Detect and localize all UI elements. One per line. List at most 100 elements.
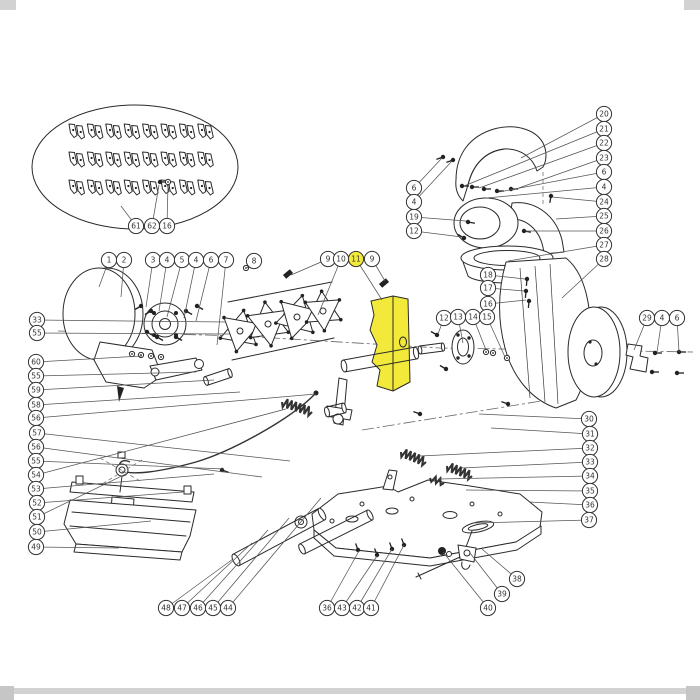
callout-24[interactable]: 24 [551, 193, 613, 211]
callout-balloon[interactable] [479, 279, 497, 297]
callout-balloon[interactable] [173, 599, 191, 617]
callout-62[interactable]: 62 [143, 184, 161, 235]
callout-20[interactable]: 20 [520, 105, 613, 159]
callout-balloon[interactable] [115, 251, 133, 269]
callout-balloon[interactable] [362, 599, 380, 617]
callout-number: 49 [31, 543, 41, 552]
leader-line [498, 171, 605, 193]
callout-balloon[interactable] [493, 585, 511, 603]
callout-31[interactable]: 31 [490, 425, 599, 443]
callout-balloon[interactable] [157, 599, 175, 617]
callout-9[interactable]: 9 [363, 250, 386, 282]
callout-9[interactable]: 9 [290, 250, 337, 276]
callout-46[interactable]: 46 [189, 529, 269, 617]
callout-51[interactable]: 51 [28, 472, 129, 526]
callout-25[interactable]: 25 [555, 207, 613, 225]
callout-balloon[interactable] [668, 309, 686, 327]
callout-7[interactable]: 7 [216, 251, 235, 346]
callout-balloon[interactable] [245, 252, 263, 270]
callout-19[interactable]: 19 [405, 208, 467, 226]
highlighted-part-11[interactable] [369, 295, 411, 392]
callout-55[interactable]: 55 [28, 324, 231, 342]
callout-42[interactable]: 42 [348, 548, 393, 617]
callout-15[interactable]: 15 [478, 308, 506, 358]
callout-12[interactable]: 12 [405, 222, 463, 240]
leader-line [197, 529, 269, 609]
callout-61[interactable]: 61 [120, 205, 145, 235]
callout-21[interactable]: 21 [463, 120, 613, 187]
callout-23[interactable]: 23 [512, 149, 613, 191]
callout-41[interactable]: 41 [362, 544, 405, 617]
callout-28[interactable]: 28 [561, 250, 613, 299]
callout-29[interactable]: 29 [633, 309, 656, 351]
callout-balloon[interactable] [127, 217, 145, 235]
callout-6[interactable]: 6 [195, 251, 220, 322]
callout-27[interactable]: 27 [507, 236, 613, 262]
callout-53[interactable]: 53 [27, 473, 215, 498]
callout-39[interactable]: 39 [469, 552, 511, 603]
callout-balloon[interactable] [508, 570, 526, 588]
callout-balloon[interactable] [28, 324, 46, 342]
callout-4[interactable]: 4 [653, 309, 671, 353]
callout-38[interactable]: 38 [481, 548, 526, 588]
leader-line [158, 259, 168, 312]
callout-balloon[interactable] [478, 308, 496, 326]
callout-54[interactable]: 54 [27, 408, 287, 484]
callout-balloon[interactable] [158, 217, 176, 235]
callout-32[interactable]: 32 [419, 439, 599, 457]
callout-6[interactable]: 6 [405, 157, 443, 197]
callout-balloon[interactable] [347, 250, 365, 268]
callout-26[interactable]: 26 [526, 222, 613, 240]
flail-knife [68, 179, 85, 196]
callout-59[interactable]: 59 [27, 379, 215, 399]
callout-4[interactable]: 4 [405, 160, 453, 211]
callout-18[interactable]: 18 [479, 266, 526, 284]
callout-balloon[interactable] [580, 511, 598, 529]
callout-56[interactable]: 56 [27, 438, 263, 478]
callout-number: 27 [599, 241, 609, 250]
callout-33[interactable]: 33 [460, 453, 599, 471]
callout-number: 2 [122, 256, 127, 265]
callout-57[interactable]: 57 [28, 424, 291, 462]
callout-34[interactable]: 34 [437, 467, 599, 485]
callout-50[interactable]: 50 [28, 520, 152, 541]
callout-6[interactable]: 6 [668, 309, 686, 353]
callout-balloon[interactable] [479, 599, 497, 617]
callout-3[interactable]: 3 [144, 251, 162, 308]
callout-balloon[interactable] [363, 250, 381, 268]
callout-35[interactable]: 35 [465, 482, 599, 500]
leader-line [195, 259, 212, 322]
callout-4[interactable]: 4 [158, 251, 176, 312]
callout-56[interactable]: 56 [27, 393, 317, 427]
callout-43[interactable]: 43 [333, 555, 378, 617]
callout-balloon[interactable] [405, 222, 423, 240]
callout-16[interactable]: 16 [158, 184, 176, 235]
callout-11[interactable]: 11 [347, 250, 383, 301]
callout-balloon[interactable] [27, 538, 45, 556]
callout-48[interactable]: 48 [157, 558, 234, 617]
callout-40[interactable]: 40 [442, 551, 497, 617]
callout-33[interactable]: 33 [28, 311, 227, 329]
callout-2[interactable]: 2 [115, 251, 133, 298]
washer [503, 354, 511, 362]
callout-55[interactable]: 55 [27, 367, 197, 385]
callout-balloon[interactable] [219, 599, 237, 617]
callout-44[interactable]: 44 [219, 497, 322, 617]
flail-knife [68, 151, 85, 168]
callout-60[interactable]: 60 [27, 353, 143, 371]
callout-balloon[interactable] [595, 250, 613, 268]
callout-17[interactable]: 17 [479, 279, 525, 297]
callout-49[interactable]: 49 [27, 538, 120, 556]
callout-37[interactable]: 37 [472, 511, 598, 529]
callout-8[interactable]: 8 [245, 252, 263, 270]
callout-47[interactable]: 47 [173, 542, 253, 617]
callout-6[interactable]: 6 [498, 163, 613, 193]
leader-line [460, 461, 591, 469]
callout-16[interactable]: 16 [479, 295, 527, 313]
callout-5[interactable]: 5 [166, 251, 191, 318]
callout-45[interactable]: 45 [204, 517, 290, 617]
callout-30[interactable]: 30 [478, 410, 598, 428]
callout-balloon[interactable] [217, 251, 235, 269]
callout-12[interactable]: 12 [435, 309, 453, 335]
